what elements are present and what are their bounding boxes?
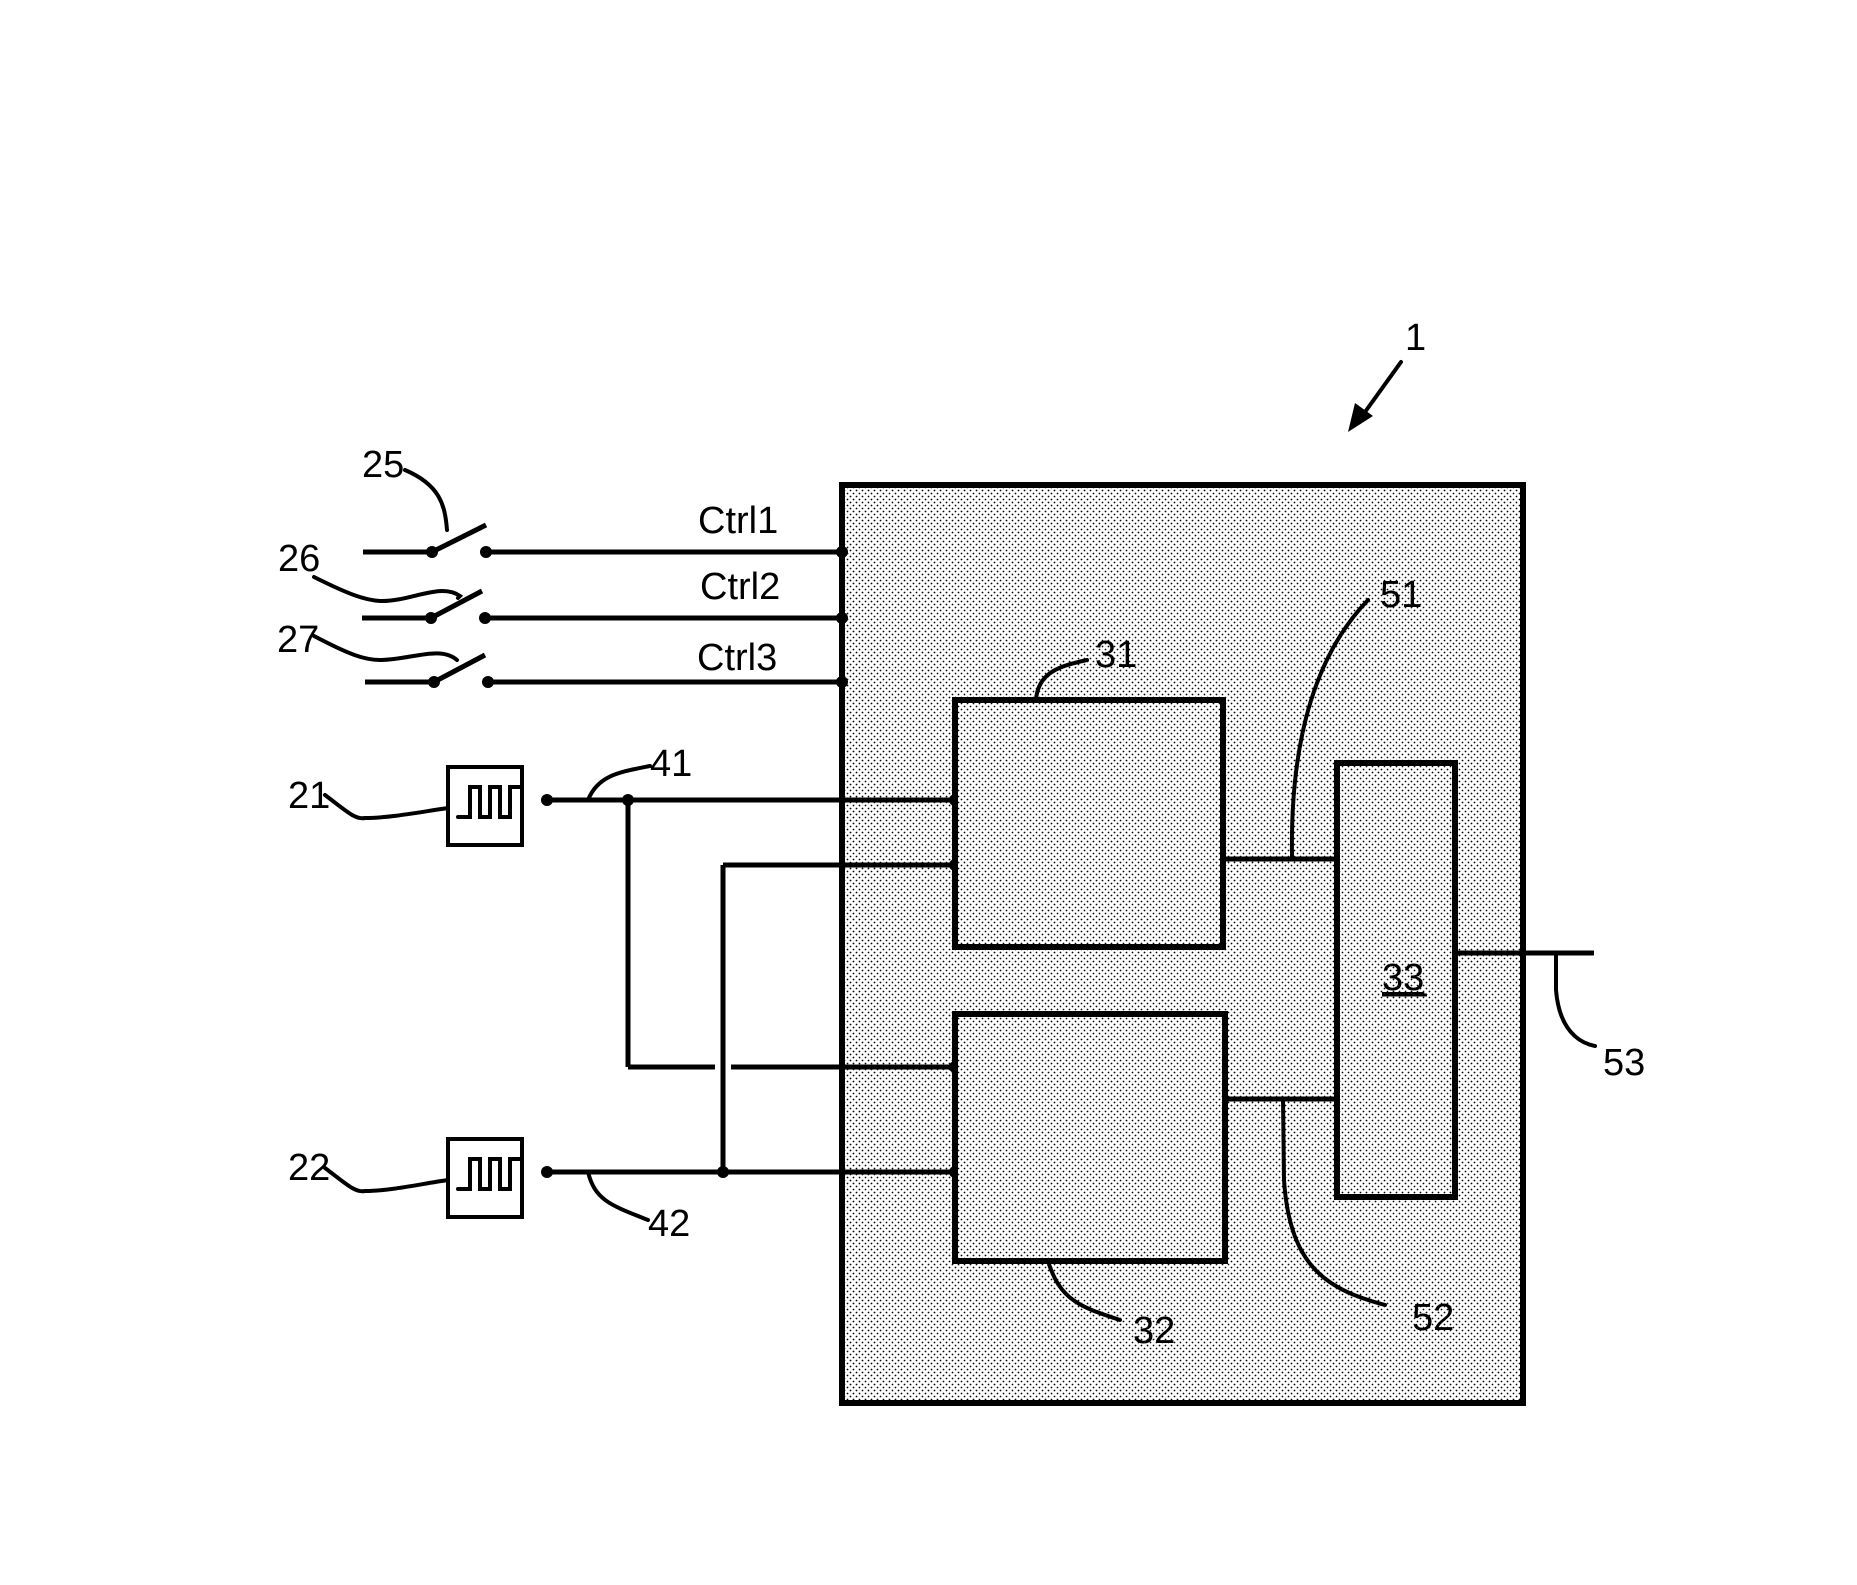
control-line-1: Ctrl1 25 xyxy=(362,444,848,558)
signal-source-22: 22 42 xyxy=(288,1137,690,1245)
leader-line xyxy=(323,1166,450,1194)
block-ref-label: 33 xyxy=(1382,957,1424,999)
switch-ref-label: 26 xyxy=(278,538,320,580)
switch-blade xyxy=(432,652,487,685)
device-reference: 1 xyxy=(1348,317,1426,432)
processing-block xyxy=(952,697,1226,950)
block-ref-label: 32 xyxy=(1133,1310,1175,1352)
control-line-3: Ctrl3 27 xyxy=(277,619,848,688)
switch-blade xyxy=(429,588,484,621)
control-label: Ctrl3 xyxy=(697,637,777,679)
switch-blade xyxy=(430,522,488,555)
square-wave-icon xyxy=(456,785,522,819)
leader-line xyxy=(312,634,459,663)
leader-line xyxy=(403,468,449,532)
connection-ref-label: 52 xyxy=(1412,1297,1454,1339)
reference-arrow-shaft xyxy=(1363,360,1403,414)
leader-line xyxy=(1281,1097,1387,1307)
leader-line xyxy=(586,764,652,802)
switch-ref-label: 25 xyxy=(362,444,404,486)
leader-line xyxy=(323,793,450,821)
block-33: 33 xyxy=(1334,760,1458,1200)
signal-wiring xyxy=(547,794,961,1178)
leader-line xyxy=(1289,598,1370,858)
source-ref-label: 21 xyxy=(288,775,330,817)
connection-53: 53 xyxy=(1455,950,1645,1084)
leader-line xyxy=(1034,658,1089,702)
connection-52: 52 xyxy=(1225,1096,1454,1339)
reference-arrow-head-icon xyxy=(1348,403,1373,432)
signal-source-21: 21 41 xyxy=(288,743,692,847)
control-label: Ctrl2 xyxy=(700,566,780,608)
terminal-node xyxy=(836,676,848,688)
block-31: 31 xyxy=(952,634,1226,950)
control-line-2: Ctrl2 26 xyxy=(278,538,848,624)
line-ref-label: 42 xyxy=(648,1203,690,1245)
connection-ref-label: 53 xyxy=(1603,1042,1645,1084)
square-wave-icon xyxy=(456,1157,522,1191)
terminal-node xyxy=(836,612,848,624)
leader-line xyxy=(1554,951,1597,1048)
connection-51: 51 xyxy=(1223,574,1422,862)
switch-ref-label: 27 xyxy=(277,619,319,661)
block-ref-label: 31 xyxy=(1095,634,1137,676)
block-32: 32 xyxy=(952,1011,1228,1352)
connection-ref-label: 51 xyxy=(1380,574,1422,616)
line-ref-label: 41 xyxy=(650,743,692,785)
processing-block xyxy=(952,1011,1228,1264)
terminal-node xyxy=(836,546,848,558)
leader-line xyxy=(586,1170,650,1222)
control-label: Ctrl1 xyxy=(698,500,778,542)
leader-line xyxy=(1046,1259,1122,1322)
device-ref-label: 1 xyxy=(1405,317,1426,359)
combiner-block xyxy=(1334,760,1458,1200)
leader-line xyxy=(312,575,464,604)
